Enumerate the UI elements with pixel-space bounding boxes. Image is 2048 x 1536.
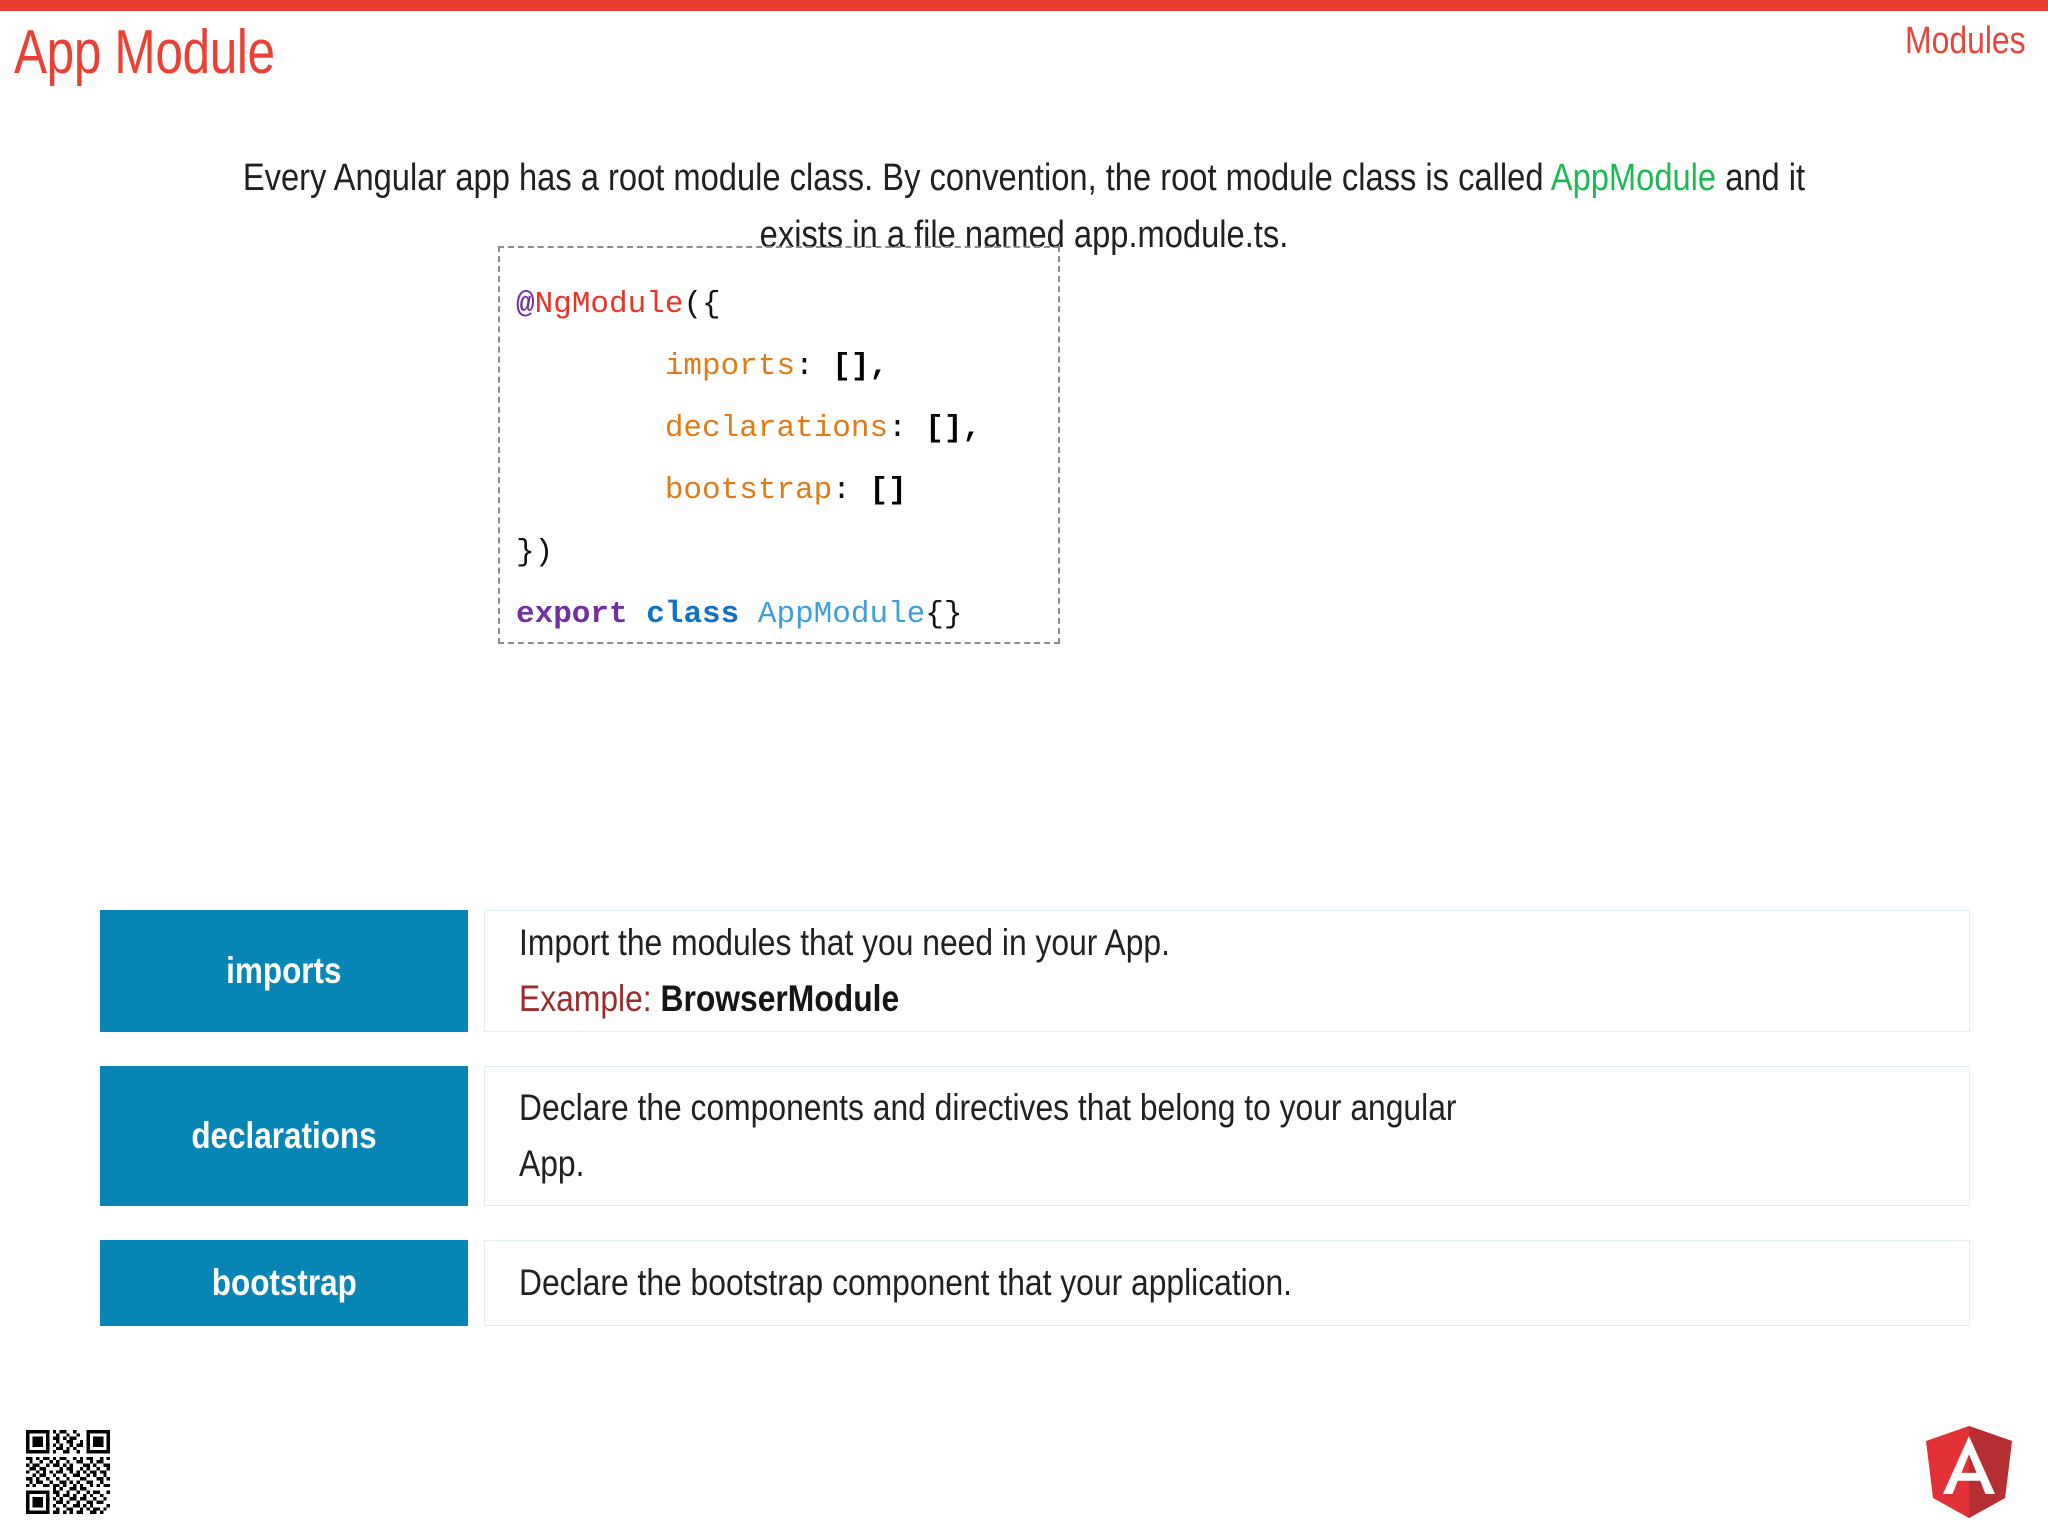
- row-key-declarations: declarations: [100, 1066, 468, 1206]
- intro-text-part2: and it exists in a file named app.module…: [759, 157, 1806, 256]
- intro-paragraph: Every Angular app has a root module clas…: [110, 150, 1938, 264]
- code-prop-declarations: declarations: [664, 411, 889, 446]
- code-indent-1: [516, 349, 665, 384]
- code-decorator-ngmodule: NgModule: [534, 287, 684, 322]
- top-accent-bar: [0, 0, 2048, 11]
- section-label: Modules: [1905, 20, 2026, 62]
- row-desc-imports: Import the modules that you need in your…: [484, 910, 1970, 1032]
- row-key-label: bootstrap: [211, 1262, 357, 1303]
- code-open-punct: ({: [683, 287, 721, 322]
- code-snippet: @NgModule({ imports: [], declarations: […: [516, 274, 981, 646]
- property-table: imports Import the modules that you need…: [100, 910, 1970, 1360]
- intro-text-part1: Every Angular app has a root module clas…: [242, 157, 1551, 199]
- row-key-label: declarations: [191, 1115, 377, 1156]
- code-prop-imports: imports: [664, 349, 796, 384]
- row-key-imports: imports: [100, 910, 468, 1032]
- row-desc-line: Declare the components and directives th…: [519, 1087, 1457, 1128]
- row-key-label: imports: [226, 950, 342, 991]
- page-title: App Module: [14, 18, 275, 87]
- code-at-symbol: @: [516, 287, 535, 322]
- code-value-declarations: [],: [925, 411, 982, 446]
- qr-code-icon: [26, 1430, 110, 1514]
- code-value-imports: [],: [832, 349, 889, 384]
- code-keyword-export: export: [516, 597, 628, 632]
- row-desc-line: Import the modules that you need in your…: [519, 922, 1170, 963]
- table-row: imports Import the modules that you need…: [100, 910, 1970, 1032]
- code-keyword-class: class: [646, 597, 740, 632]
- row-desc-declarations: Declare the components and directives th…: [484, 1066, 1970, 1206]
- row-desc-line: Declare the bootstrap component that you…: [519, 1262, 1292, 1303]
- code-indent-2: [516, 411, 665, 446]
- angular-logo-icon: [1926, 1426, 2012, 1518]
- code-value-bootstrap: []: [869, 473, 907, 508]
- code-close-punct: }): [516, 535, 554, 570]
- code-colon-2: :: [888, 411, 926, 446]
- example-value: BrowserModule: [660, 978, 900, 1019]
- row-desc-bootstrap: Declare the bootstrap component that you…: [484, 1240, 1970, 1326]
- code-class-braces: {}: [925, 597, 963, 632]
- row-key-bootstrap: bootstrap: [100, 1240, 468, 1326]
- table-row: declarations Declare the components and …: [100, 1066, 1970, 1206]
- code-indent-3: [516, 473, 665, 508]
- table-row: bootstrap Declare the bootstrap componen…: [100, 1240, 1970, 1326]
- code-class-name: AppModule: [757, 597, 926, 632]
- example-label: Example:: [519, 978, 652, 1019]
- intro-highlight-appmodule: AppModule: [1550, 157, 1717, 199]
- code-colon-1: :: [795, 349, 833, 384]
- row-desc-line: App.: [519, 1143, 585, 1184]
- code-snippet-box: @NgModule({ imports: [], declarations: […: [498, 246, 1060, 644]
- code-colon-3: :: [832, 473, 870, 508]
- code-prop-bootstrap: bootstrap: [664, 473, 833, 508]
